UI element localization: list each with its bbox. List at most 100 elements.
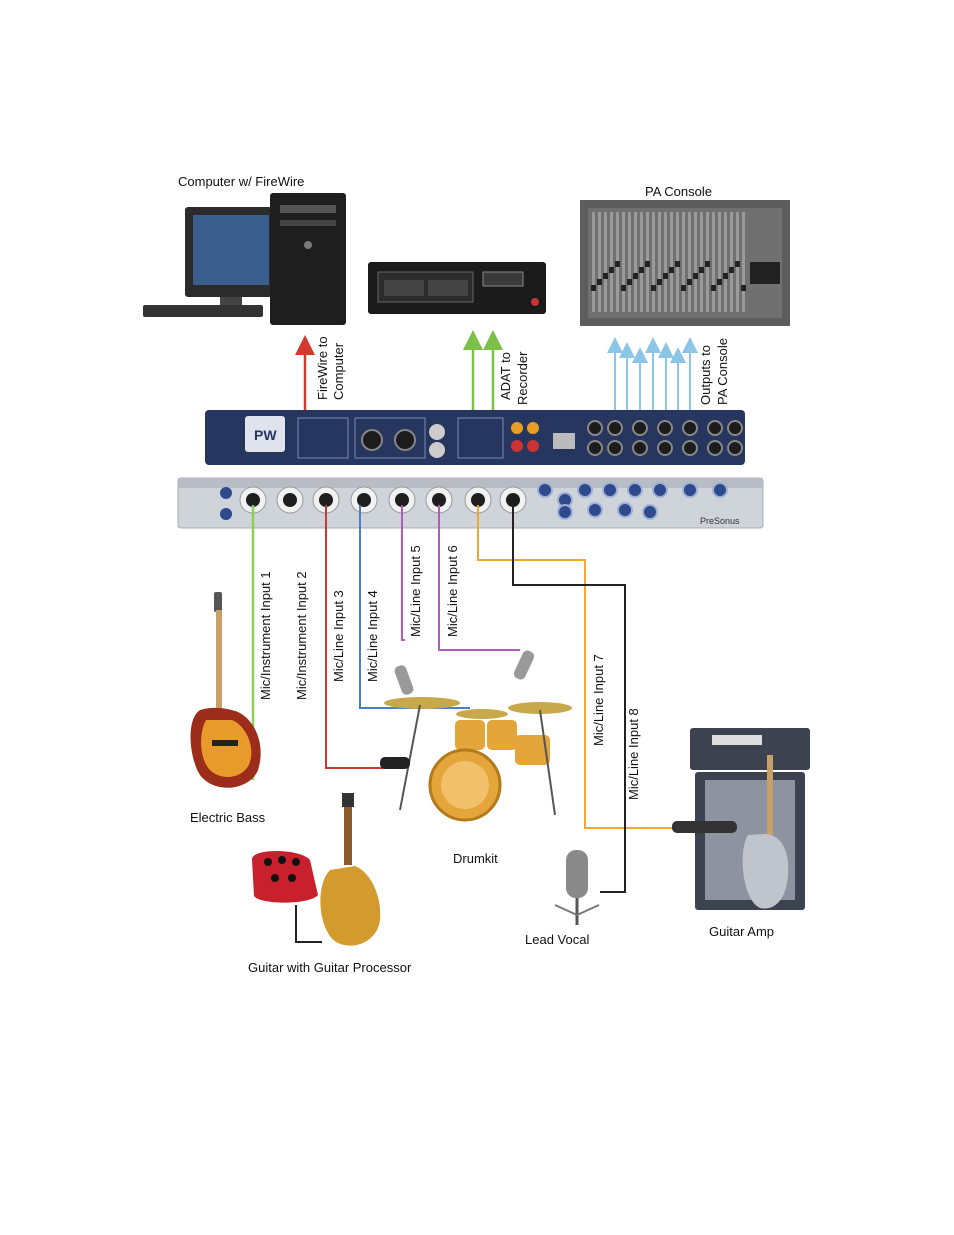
console-channel-strip: [652, 212, 655, 312]
console-fader: [645, 261, 650, 267]
svg-text:PW: PW: [254, 427, 277, 443]
rear-jack: [727, 440, 743, 456]
firewire-label-1: FireWire to: [315, 336, 330, 400]
processor-knob: [264, 858, 272, 866]
console-channel-strip: [664, 212, 667, 312]
rear-jack: [657, 420, 673, 436]
input-label-3: Mic/Line Input 3: [331, 590, 346, 682]
console-fader: [699, 267, 704, 273]
combo-input-jack-center: [506, 493, 520, 507]
console-fader: [705, 261, 710, 267]
cable-input-7: [512, 505, 626, 893]
rear-jack: [632, 420, 648, 436]
recorder-icon: [368, 262, 546, 314]
computer-label: Computer w/ FireWire: [178, 174, 304, 189]
console-fader: [693, 273, 698, 279]
console-channel-strip: [688, 212, 691, 312]
combo-input-jack-center: [246, 493, 260, 507]
outputs-label-2: PA Console: [715, 338, 730, 405]
computer-icon: [143, 193, 346, 325]
processor-knob: [278, 856, 286, 864]
combo-input-jack-center: [319, 493, 333, 507]
console-fader: [663, 273, 668, 279]
rear-jack: [707, 420, 723, 436]
console-fader: [681, 285, 686, 291]
interface-front-panel: PreSonus: [177, 477, 764, 529]
front-knob: [682, 482, 698, 498]
front-knob: [652, 482, 668, 498]
input-label-4: Mic/Line Input 4: [365, 590, 380, 682]
rear-jack: [607, 440, 623, 456]
console-channel-strip: [694, 212, 697, 312]
combo-input-jack-center: [283, 493, 297, 507]
console-channel-strip: [670, 212, 673, 312]
front-knob: [642, 504, 658, 520]
electric-bass-label: Electric Bass: [190, 810, 266, 825]
console-fader: [741, 285, 746, 291]
outputs-label-1: Outputs to: [698, 345, 713, 405]
front-knob: [587, 502, 603, 518]
console-channel-strip: [682, 212, 685, 312]
rear-jack: [632, 440, 648, 456]
combo-input-jack-center: [432, 493, 446, 507]
console-fader: [729, 267, 734, 273]
lead-vocal-label: Lead Vocal: [525, 932, 589, 947]
processor-knob: [271, 874, 279, 882]
front-knob: [627, 482, 643, 498]
console-channel-strip: [640, 212, 643, 312]
console-channel-strip: [718, 212, 721, 312]
input-label-8: Mic/Line Input 8: [626, 708, 641, 800]
console-channel-strip: [712, 212, 715, 312]
console-fader: [657, 279, 662, 285]
console-fader: [597, 279, 602, 285]
console-fader: [651, 285, 656, 291]
rear-jack: [607, 420, 623, 436]
pa-console-icon: [580, 200, 790, 326]
input-label-1: Mic/Instrument Input 1: [258, 571, 273, 700]
console-channel-strip: [604, 212, 607, 312]
console-channel-strip: [742, 212, 745, 312]
rear-jack: [727, 420, 743, 436]
console-channel-strip: [724, 212, 727, 312]
console-channel-strip: [628, 212, 631, 312]
combo-input-jack-center: [395, 493, 409, 507]
rear-jack: [682, 440, 698, 456]
console-fader: [615, 261, 620, 267]
console-channel-strip: [592, 212, 595, 312]
drumkit-icon: [380, 650, 572, 822]
cable-input-5: [438, 505, 520, 651]
console-channel-strip: [700, 212, 703, 312]
cable-input-6: [477, 505, 680, 829]
drumkit-label: Drumkit: [453, 851, 498, 866]
brand-logo: PreSonus: [700, 516, 740, 526]
processor-knob: [292, 858, 300, 866]
adat-label-2: Recorder: [515, 351, 530, 405]
rear-jack: [587, 420, 603, 436]
console-fader: [639, 267, 644, 273]
rear-jack: [657, 440, 673, 456]
combo-input-jack-center: [357, 493, 371, 507]
guitar-processor-label: Guitar with Guitar Processor: [248, 960, 412, 975]
console-fader: [723, 273, 728, 279]
input-label-6: Mic/Line Input 6: [445, 545, 460, 637]
console-fader: [735, 261, 740, 267]
console-fader: [687, 279, 692, 285]
input-label-7: Mic/Line Input 7: [591, 654, 606, 746]
console-fader: [621, 285, 626, 291]
console-fader: [609, 267, 614, 273]
console-fader: [717, 279, 722, 285]
console-channel-strip: [598, 212, 601, 312]
cable-input-4: [401, 505, 405, 641]
console-channel-strip: [634, 212, 637, 312]
adat-label-1: ADAT to: [498, 352, 513, 400]
front-knob: [712, 482, 728, 498]
console-channel-strip: [658, 212, 661, 312]
cable-input-2: [325, 505, 395, 769]
console-fader: [633, 273, 638, 279]
interface-rear-panel: PW: [205, 410, 745, 465]
input-label-2: Mic/Instrument Input 2: [294, 571, 309, 700]
rear-jack: [682, 420, 698, 436]
guitar-amp-icon: [672, 728, 810, 910]
front-knob: [577, 482, 593, 498]
firewire-label-2: Computer: [331, 342, 346, 400]
